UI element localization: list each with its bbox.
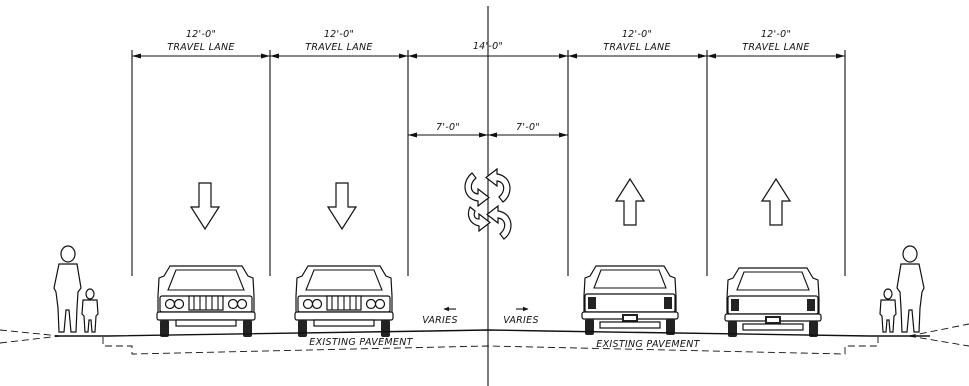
car-rear-icon-1: [581, 265, 679, 336]
lane1-dimension: 12'-0": [186, 29, 216, 40]
lane-lines: [131, 50, 846, 276]
dimension-line-median: [408, 132, 568, 138]
lane2-down-arrow-icon: [327, 182, 357, 230]
pedestrian-right-icon: [879, 245, 925, 333]
pavement-section: [0, 323, 969, 355]
pedestrian-left-icon: [53, 245, 99, 333]
varies-left-label: VARIES: [422, 315, 458, 326]
car-front-icon-1: [156, 265, 256, 338]
lane2-dimension: 12'-0": [324, 29, 354, 40]
lane1-label: TRAVEL LANE: [167, 42, 234, 53]
pavement-right-label: EXISTING PAVEMENT: [596, 339, 700, 350]
lane1-down-arrow-icon: [190, 182, 220, 230]
median-dimension: 14'-0": [473, 41, 503, 52]
lane4-up-arrow-icon: [761, 178, 791, 226]
pavement-left-label: EXISTING PAVEMENT: [309, 337, 413, 348]
lane3-up-arrow-icon: [615, 178, 645, 226]
lane4-label: TRAVEL LANE: [742, 42, 809, 53]
median-right-dimension: 7'-0": [516, 122, 540, 133]
lane3-label: TRAVEL LANE: [603, 42, 670, 53]
dimension-line-top: [132, 53, 845, 59]
lane4-dimension: 12'-0": [761, 29, 791, 40]
varies-right-label: VARIES: [503, 315, 539, 326]
median-left-dimension: 7'-0": [436, 122, 460, 133]
car-front-icon-2: [294, 265, 394, 338]
two-way-turn-icon: [464, 167, 512, 240]
lane2-label: TRAVEL LANE: [305, 42, 372, 53]
car-rear-icon-2: [724, 267, 822, 338]
lane3-dimension: 12'-0": [622, 29, 652, 40]
